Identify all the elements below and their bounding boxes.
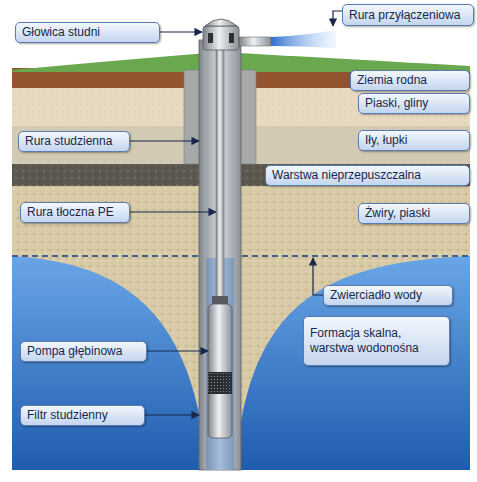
callout-label: Filtr studzienny	[20, 405, 145, 426]
water-flow	[271, 30, 336, 48]
label-text: Ziemia rodna	[357, 73, 427, 88]
leader-line	[313, 258, 323, 295]
callout-label: Pompa głębinowa	[20, 341, 147, 362]
callout-label: Warstwa nieprzepuszczalna	[265, 165, 470, 186]
label-text: Rura tłoczna PE	[27, 205, 114, 220]
callout-label: Rura studzienna	[18, 131, 130, 152]
callout-label: Rura tłoczna PE	[20, 202, 130, 223]
grout-seal	[240, 70, 256, 164]
leader-line	[130, 211, 216, 212]
pe-pipe	[216, 48, 224, 302]
callout-label: Zwierciadło wody	[323, 285, 453, 306]
callout-label: Piaski, gliny	[358, 93, 470, 114]
connection-pipe	[239, 37, 271, 46]
leader-line	[160, 31, 202, 32]
label-text: Pompa głębinowa	[27, 344, 122, 359]
callout-label: Formacja skalna, warstwa wodonośna	[303, 316, 450, 366]
callout-label: Rura przyłączeniowa	[342, 4, 474, 26]
head-slot	[208, 33, 213, 43]
callout-label: Żwiry, piaski	[358, 203, 470, 224]
label-text: Formacja skalna, warstwa wodonośna	[310, 326, 428, 356]
submersible-pump	[208, 304, 232, 438]
head-slot	[229, 33, 234, 43]
leader-line	[147, 350, 208, 351]
well-head	[203, 26, 239, 50]
casing-interior	[206, 46, 234, 470]
callout-label: Ziemia rodna	[350, 70, 470, 91]
label-text: Zwierciadło wody	[330, 288, 422, 303]
grout-seal	[184, 70, 200, 164]
callout-label: Głowica studni	[15, 22, 160, 43]
leader-line	[145, 414, 199, 415]
label-text: Warstwa nieprzepuszczalna	[272, 168, 421, 183]
label-text: Głowica studni	[22, 25, 100, 40]
well-casing	[199, 40, 241, 470]
label-text: Rura studzienna	[25, 134, 112, 149]
label-text: Żwiry, piaski	[365, 206, 430, 221]
pump-intake	[208, 372, 232, 394]
label-text: Filtr studzienny	[27, 408, 108, 423]
pump-coupling	[212, 296, 228, 304]
label-text: Piaski, gliny	[365, 96, 428, 111]
leader-line	[333, 11, 342, 26]
label-text: Rura przyłączeniowa	[349, 8, 460, 23]
callout-label: Iły, łupki	[358, 130, 470, 151]
leader-line	[130, 140, 199, 141]
well-head-cap	[205, 19, 237, 26]
label-text: Iły, łupki	[365, 133, 407, 148]
